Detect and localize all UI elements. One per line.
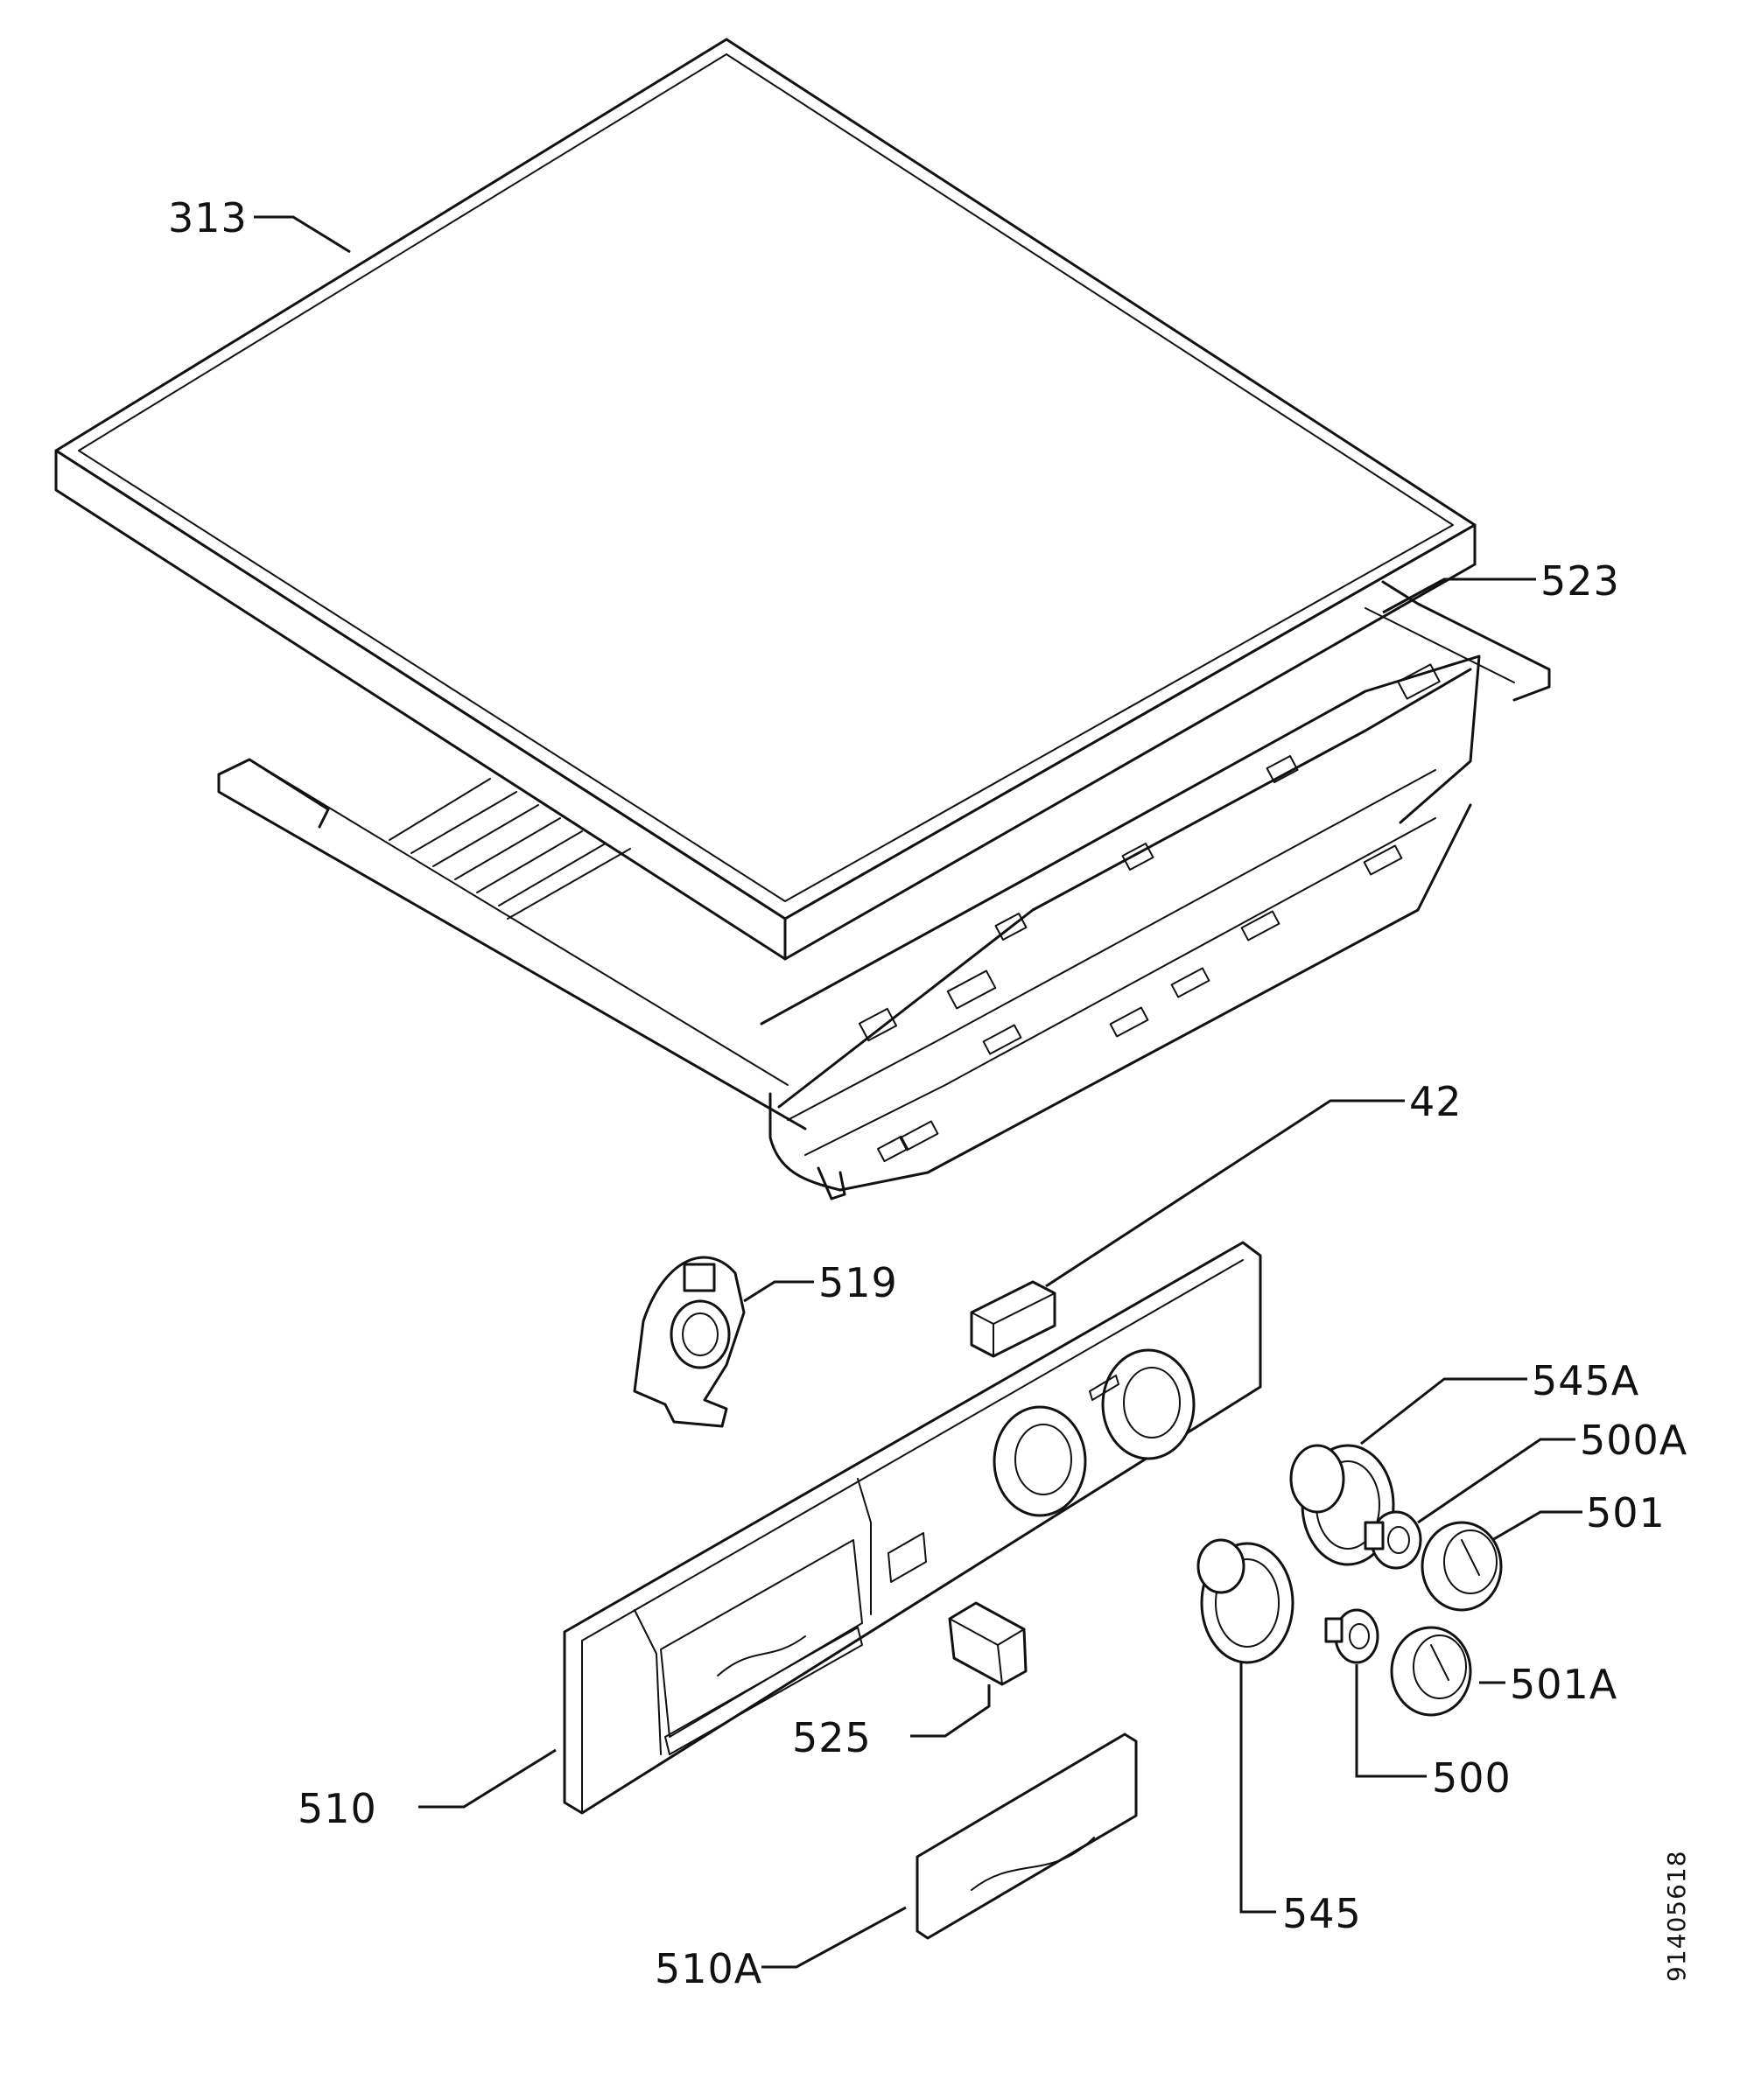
part-500A-adaptor (1364, 1510, 1422, 1570)
label-510A: 510A (655, 1945, 762, 1992)
label-545: 545 (1282, 1890, 1362, 1937)
drawing-number: 91405618 (1662, 1850, 1691, 1982)
label-501: 501 (1586, 1489, 1666, 1536)
part-510A-flap (916, 1732, 1138, 1940)
label-545A: 545A (1532, 1357, 1639, 1404)
part-523-frame (217, 580, 1551, 1200)
label-501A: 501A (1510, 1661, 1617, 1708)
label-500A: 500A (1580, 1417, 1687, 1464)
part-501-knob (1421, 1521, 1503, 1612)
part-42-switch (970, 1280, 1056, 1358)
label-525: 525 (792, 1714, 872, 1761)
label-313: 313 (168, 194, 248, 242)
part-labels: 313 523 42 519 545A 500A 501 501A 500 54… (168, 194, 1691, 1992)
part-501A-knob (1390, 1626, 1472, 1717)
leader-lines (254, 215, 1582, 1969)
part-519-bracket (633, 1256, 746, 1428)
label-510: 510 (298, 1785, 377, 1832)
part-500-adaptor (1324, 1608, 1379, 1664)
label-42: 42 (1409, 1078, 1463, 1125)
part-313-top-cover (54, 38, 1477, 961)
label-500: 500 (1432, 1754, 1512, 1802)
part-545-ring (1196, 1538, 1294, 1664)
label-519: 519 (818, 1259, 898, 1306)
part-525-button (948, 1601, 1028, 1686)
label-523: 523 (1540, 557, 1620, 605)
part-510-fascia (563, 1241, 1262, 1815)
